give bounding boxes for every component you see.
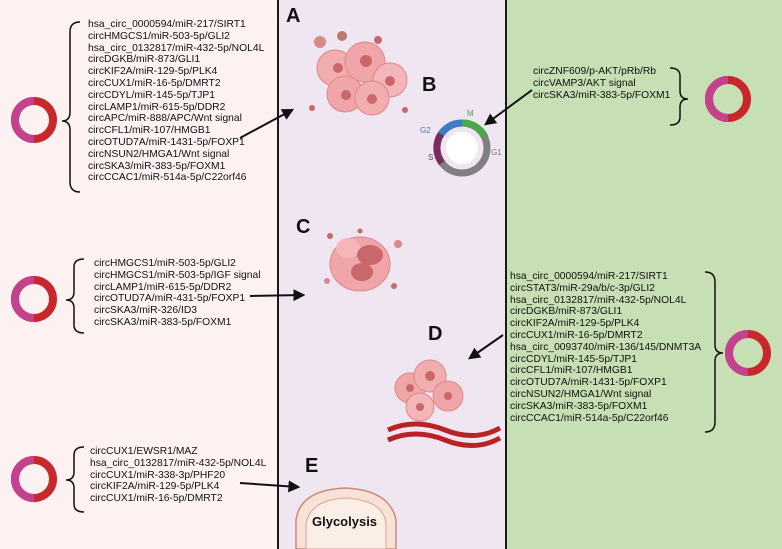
arrow-b bbox=[484, 89, 533, 126]
brace-e bbox=[65, 446, 85, 513]
regulator-item: circNSUN2/HMGA1/Wnt signal bbox=[510, 388, 652, 400]
regulator-item: circCUX1/miR-16-5p/DMRT2 bbox=[90, 493, 223, 505]
regulator-item: circSTAT3/miR-29a/b/c-3p/GLI2 bbox=[510, 282, 655, 294]
brace-d bbox=[704, 271, 724, 433]
regulator-item: circCUX1/EWSR1/MAZ bbox=[90, 446, 198, 457]
regulator-item: circOTUD7A/miR-1431-5p/FOXP1 bbox=[510, 377, 667, 389]
regulator-item: hsa_circ_0093740/miR-136/145/DNMT3A bbox=[510, 341, 702, 353]
divider-left bbox=[277, 0, 279, 549]
brace-a bbox=[61, 21, 81, 193]
regulator-item: circCFL1/miR-107/HMGB1 bbox=[510, 365, 633, 377]
regulator-item: hsa_circ_0132817/miR-432-5p/NOL4L bbox=[90, 457, 267, 469]
regulator-item: circNSUN2/HMGA1/Wnt signal bbox=[88, 148, 230, 160]
regulator-item: circKIF2A/miR-129-5p/PLK4 bbox=[88, 66, 218, 78]
circrna-ring-c bbox=[11, 276, 57, 322]
panel-label-c: C bbox=[296, 216, 311, 238]
cell-mass-c bbox=[324, 228, 402, 292]
panel-label-a: A bbox=[286, 5, 301, 27]
circrna-ring-e bbox=[11, 456, 57, 502]
regulator-item: circKIF2A/miR-129-5p/PLK4 bbox=[510, 318, 640, 330]
mitochondrion-e bbox=[295, 487, 397, 549]
regulator-item: circSKA3/miR-383-5p/FOXM1 bbox=[510, 400, 648, 412]
arrow-a bbox=[239, 108, 295, 139]
phase-s-label: S bbox=[428, 153, 434, 162]
regulator-item: hsa_circ_0132817/miR-432-5p/NOL4L bbox=[88, 42, 265, 54]
regulator-item: circDGKB/miR-873/GLI1 bbox=[510, 306, 623, 318]
panel-label-b: B bbox=[422, 74, 437, 96]
regulator-item: circCCAC1/miR-514a-5p/C22orf46 bbox=[88, 172, 247, 184]
regulator-item: circHMGCS1/miR-503-5p/GLI2 bbox=[88, 30, 230, 42]
brace-b bbox=[669, 67, 689, 126]
regulator-item: circLAMP1/miR-615-5p/DDR2 bbox=[88, 101, 226, 113]
circrna-ring-a bbox=[11, 97, 57, 143]
regulator-item: circLAMP1/miR-615-5p/DDR2 bbox=[94, 281, 232, 293]
right-panel bbox=[506, 0, 782, 549]
divider-right bbox=[505, 0, 507, 549]
regulator-item: circOTUD7A/miR-1431-5p/FOXP1 bbox=[88, 136, 245, 148]
arrow-d bbox=[468, 334, 504, 360]
regulator-item: circCFL1/miR-107/HMGB1 bbox=[88, 125, 211, 137]
regulator-item: circSKA3/miR-383-5p/FOXM1 bbox=[88, 160, 226, 172]
regulator-item: circVAMP3/AKT signal bbox=[533, 77, 636, 89]
regulator-item: circCDYL/miR-145-5p/TJP1 bbox=[88, 89, 216, 101]
regulator-item: circHMGCS1/miR-503-5p/IGF signal bbox=[94, 269, 261, 281]
regulator-item: circCUX1/miR-338-3p/PHF20 bbox=[90, 469, 226, 481]
regulator-item: circKIF2A/miR-129-5p/PLK4 bbox=[90, 481, 220, 493]
regulator-item: circSKA3/miR-383-5p/FOXM1 bbox=[94, 316, 232, 328]
arrow-e bbox=[239, 480, 301, 493]
phase-m-label: M bbox=[467, 109, 474, 118]
regulator-item: circCUX1/miR-16-5p/DMRT2 bbox=[510, 329, 643, 341]
regulator-item: hsa_circ_0132817/miR-432-5p/NOL4L bbox=[510, 294, 687, 306]
regulator-item: circZNF609/p-AKT/pRb/Rb bbox=[533, 66, 657, 77]
cell-cluster-a bbox=[309, 31, 408, 116]
metastasis-cluster-d bbox=[386, 359, 502, 448]
left-panel bbox=[0, 0, 278, 549]
regulator-item: hsa_circ_0000594/miR-217/SIRT1 bbox=[88, 19, 246, 30]
circrna-ring-b bbox=[705, 76, 751, 122]
circrna-ring-d bbox=[725, 330, 771, 376]
glycolysis-label: Glycolysis bbox=[312, 514, 378, 529]
regulator-item: circOTUD7A/miR-431-5p/FOXP1 bbox=[94, 293, 246, 305]
regulator-item: circSKA3/miR-326/ID3 bbox=[94, 305, 197, 317]
phase-g1-label: G1 bbox=[491, 148, 502, 157]
arrow-c bbox=[249, 289, 306, 302]
regulator-item: circHMGCS1/miR-503-5p/GLI2 bbox=[94, 258, 236, 269]
brace-c bbox=[65, 258, 85, 334]
cell-cycle-ring bbox=[433, 119, 491, 177]
panel-label-d: D bbox=[428, 323, 443, 345]
regulator-item: circCDYL/miR-145-5p/TJP1 bbox=[510, 353, 638, 365]
phase-g2-label: G2 bbox=[420, 126, 431, 135]
regulator-item: circCUX1/miR-16-5p/DMRT2 bbox=[88, 77, 221, 89]
regulator-item: circDGKB/miR-873/GLI1 bbox=[88, 54, 201, 66]
regulator-item: circCCAC1/miR-514a-5p/C22orf46 bbox=[510, 412, 669, 424]
regulator-item: circAPC/miR-888/APC/Wnt signal bbox=[88, 113, 242, 125]
regulator-item: circSKA3/miR-383-5p/FOXM1 bbox=[533, 89, 671, 101]
regulator-item: hsa_circ_0000594/miR-217/SIRT1 bbox=[510, 271, 668, 282]
panel-label-e: E bbox=[305, 455, 319, 477]
